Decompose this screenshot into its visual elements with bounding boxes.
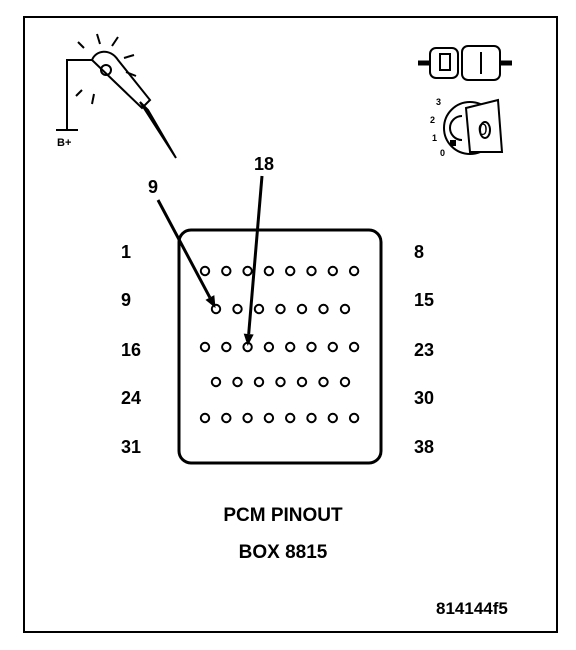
- supply-label: B+: [57, 137, 72, 149]
- callout-line: [156, 199, 212, 299]
- pcm-connector-body: [177, 228, 383, 465]
- row-end-label: 15: [414, 290, 435, 310]
- connector-pin: [327, 341, 338, 353]
- ignition-key-icon: [443, 98, 504, 155]
- connector-pin: [339, 303, 351, 315]
- row-end-label: 8: [414, 242, 425, 262]
- pin-field: [199, 265, 360, 424]
- row-start-label: 16: [121, 340, 142, 360]
- connector-pin: [232, 303, 243, 315]
- connector-pin: [327, 265, 338, 277]
- connector-pin: [221, 265, 232, 277]
- connector-pin: [306, 265, 317, 277]
- connector-pin: [221, 341, 232, 353]
- caption-subtitle: BOX 8815: [238, 542, 328, 563]
- ignition-position-label: 2: [430, 115, 436, 125]
- connector-pin: [199, 341, 211, 353]
- connector-pin: [348, 265, 360, 277]
- row-end-label: 38: [414, 437, 435, 457]
- ignition-position-label: 0: [440, 148, 446, 158]
- connector-pin: [296, 376, 308, 388]
- row-end-label: 23: [414, 340, 435, 360]
- connector-pin: [253, 376, 265, 388]
- connector-pin: [232, 376, 243, 388]
- figure-code: 814144f5: [436, 599, 508, 618]
- connector-pin: [253, 303, 265, 315]
- connector-pin: [296, 303, 308, 315]
- connector-pin: [263, 341, 275, 353]
- row-start-label: 9: [121, 290, 132, 310]
- row-start-label: 1: [121, 242, 132, 262]
- test-light-icon: [56, 33, 177, 159]
- connector-pin: [275, 303, 286, 315]
- row-start-label: 24: [121, 388, 142, 408]
- caption-title: PCM PINOUT: [223, 505, 343, 526]
- connector-pin: [221, 412, 232, 424]
- connector-icon: [418, 45, 512, 81]
- callout-label-pin: 9: [148, 177, 159, 197]
- connector-pin: [242, 412, 253, 424]
- row-end-label: 30: [414, 388, 435, 408]
- row-start-label: 31: [121, 437, 142, 457]
- ignition-key-label: 0: [478, 120, 488, 139]
- connector-pin: [339, 376, 351, 388]
- callout-arrowhead: [205, 295, 216, 309]
- connector-pin: [306, 412, 317, 424]
- callout-arrows: [156, 175, 264, 347]
- connector-pin: [348, 412, 360, 424]
- ignition-position-label: 3: [436, 97, 442, 107]
- connector-pin: [306, 341, 317, 353]
- connector-pin: [199, 412, 211, 424]
- connector-pin: [285, 412, 296, 424]
- connector-pin: [318, 376, 329, 388]
- connector-pin: [275, 376, 286, 388]
- connector-pin: [210, 376, 222, 388]
- connector-pin: [242, 265, 253, 277]
- connector-pin: [348, 341, 360, 353]
- connector-pin: [285, 341, 296, 353]
- callout-label-pin: 18: [254, 154, 275, 174]
- connector-pin: [199, 265, 211, 277]
- connector-pin: [285, 265, 296, 277]
- figure-border: [23, 16, 558, 633]
- callout-line: [247, 175, 264, 335]
- callout-arrowhead: [243, 333, 254, 347]
- connector-pin: [318, 303, 329, 315]
- connector-pin: [263, 265, 275, 277]
- connector-pin: [327, 412, 338, 424]
- ignition-position-label: 1: [432, 133, 438, 143]
- connector-pin: [210, 303, 222, 315]
- connector-pin: [263, 412, 275, 424]
